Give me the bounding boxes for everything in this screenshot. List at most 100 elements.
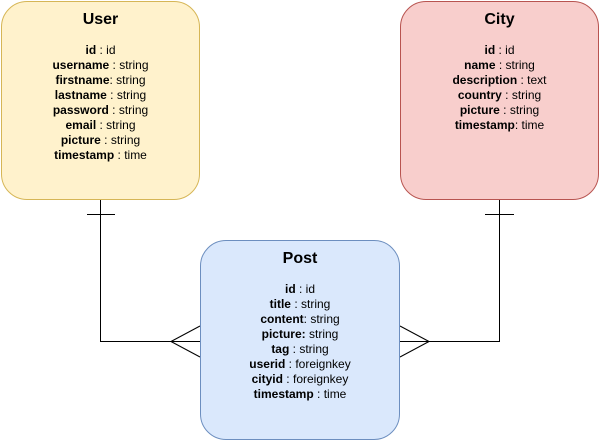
field-type: foreignkey bbox=[292, 372, 349, 386]
field-separator: : bbox=[290, 297, 301, 311]
field-type: string bbox=[301, 297, 331, 311]
post-field-row: id : id bbox=[201, 282, 399, 297]
field-separator: : bbox=[501, 88, 512, 102]
user-field-row: lastname : string bbox=[2, 88, 199, 103]
user-post-relation-line bbox=[100, 200, 200, 342]
post-field-row: title : string bbox=[201, 297, 399, 312]
user-entity-title: User bbox=[82, 11, 119, 28]
field-type: string bbox=[106, 118, 136, 132]
field-name: id bbox=[484, 43, 496, 57]
field-separator: : bbox=[303, 312, 311, 326]
field-name: description bbox=[452, 73, 518, 87]
user-field-row: password : string bbox=[2, 103, 199, 118]
city-entity-title: City bbox=[484, 11, 515, 28]
field-name: country bbox=[457, 88, 502, 102]
field-separator: : bbox=[109, 73, 117, 87]
post-field-row: timestamp : time bbox=[201, 387, 399, 402]
user-field-row: username : string bbox=[2, 58, 199, 73]
city-field-row: name : string bbox=[401, 58, 598, 73]
field-type: string bbox=[116, 73, 146, 87]
field-type: foreignkey bbox=[295, 357, 351, 371]
user-field-row: timestamp : time bbox=[2, 148, 199, 163]
city-field-row: timestamp: time bbox=[401, 118, 598, 133]
user-field-row: firstname: string bbox=[2, 73, 199, 88]
field-type: string bbox=[505, 58, 535, 72]
field-separator: : bbox=[285, 357, 296, 371]
field-name: picture bbox=[459, 103, 500, 117]
field-type: time bbox=[124, 148, 147, 162]
field-type: string bbox=[509, 103, 540, 117]
field-name: lastname bbox=[54, 88, 107, 102]
field-name: id bbox=[85, 43, 97, 57]
field-type: text bbox=[527, 73, 547, 87]
field-type: string bbox=[310, 312, 340, 326]
field-separator: : bbox=[499, 103, 510, 117]
field-name: id bbox=[284, 282, 296, 296]
field-separator: : bbox=[313, 387, 324, 401]
field-separator: : bbox=[495, 43, 506, 57]
field-name: timestamp bbox=[253, 387, 314, 401]
field-name: timestamp bbox=[454, 118, 515, 132]
field-type: time bbox=[521, 118, 545, 132]
field-name: content bbox=[260, 312, 304, 326]
field-separator: : bbox=[495, 58, 506, 72]
field-separator: : bbox=[114, 148, 125, 162]
field-type: id bbox=[305, 282, 316, 296]
field-type: string bbox=[309, 327, 339, 341]
field-separator: : bbox=[96, 43, 107, 57]
field-name: email bbox=[65, 118, 97, 132]
field-name: title bbox=[269, 297, 291, 311]
post-field-row: picture: string bbox=[201, 327, 399, 342]
city-field-row: id : id bbox=[401, 43, 598, 58]
field-name: name bbox=[464, 58, 496, 72]
field-type: string bbox=[118, 103, 149, 117]
field-separator: : bbox=[514, 118, 522, 132]
field-type: string bbox=[511, 88, 542, 102]
field-separator: : bbox=[295, 282, 306, 296]
field-separator: : bbox=[282, 372, 293, 386]
post-field-row: userid : foreignkey bbox=[201, 357, 399, 372]
field-name: cityid bbox=[251, 372, 283, 386]
user-field-row: id : id bbox=[2, 43, 199, 58]
field-type: string bbox=[110, 133, 141, 147]
field-type: string bbox=[299, 342, 329, 356]
field-separator: : bbox=[106, 88, 117, 102]
field-type: string bbox=[119, 58, 149, 72]
city-post-relation-line bbox=[400, 200, 500, 342]
field-separator: : bbox=[517, 73, 528, 87]
post-entity-title: Post bbox=[282, 250, 318, 267]
field-name: tag bbox=[271, 342, 290, 356]
post-field-row: tag : string bbox=[201, 342, 399, 357]
post-field-row: content: string bbox=[201, 312, 399, 327]
city-post-crowfoot bbox=[399, 325, 430, 358]
user-field-row: picture : string bbox=[2, 133, 199, 148]
user-post-crowfoot bbox=[170, 325, 201, 358]
field-separator: : bbox=[96, 118, 107, 132]
field-type: time bbox=[323, 387, 347, 401]
field-type: id bbox=[505, 43, 515, 57]
field-name: timestamp bbox=[54, 148, 115, 162]
field-type: id bbox=[106, 43, 116, 57]
post-field-row: cityid : foreignkey bbox=[201, 372, 399, 387]
field-type: string bbox=[116, 88, 147, 102]
field-name: password bbox=[52, 103, 109, 117]
city-field-row: description : text bbox=[401, 73, 598, 88]
field-name: userid bbox=[249, 357, 286, 371]
field-name: picture: bbox=[261, 327, 306, 341]
city-field-row: country : string bbox=[401, 88, 598, 103]
user-field-row: email : string bbox=[2, 118, 199, 133]
city-field-row: picture : string bbox=[401, 103, 598, 118]
field-separator: : bbox=[108, 103, 119, 117]
field-separator: : bbox=[109, 58, 120, 72]
field-name: firstname bbox=[55, 73, 110, 87]
field-separator: : bbox=[289, 342, 300, 356]
field-name: picture bbox=[60, 133, 101, 147]
field-separator: : bbox=[100, 133, 111, 147]
